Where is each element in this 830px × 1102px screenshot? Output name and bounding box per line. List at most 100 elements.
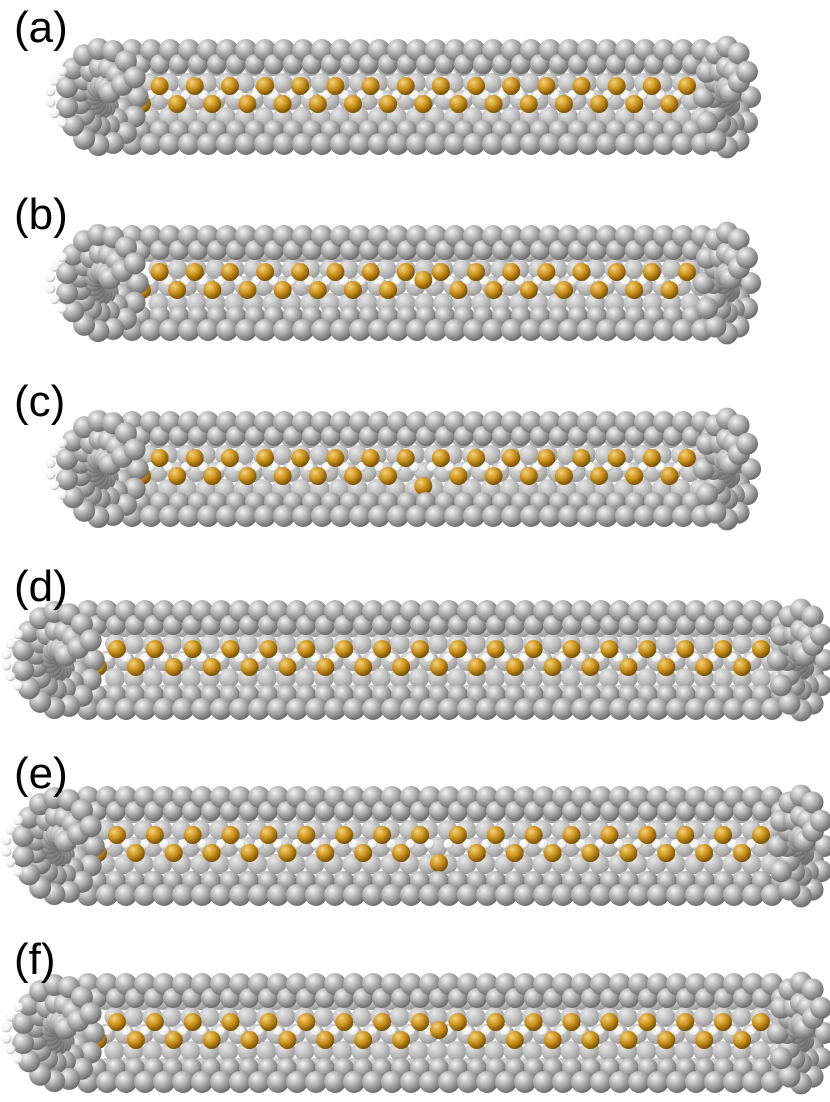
sulfur-atom (203, 467, 222, 485)
hydrogen-atom (585, 462, 596, 472)
carbon-atom (465, 1007, 486, 1027)
sulfur-atom (273, 467, 292, 485)
carbon-atom (609, 698, 631, 720)
sulfur-atom (714, 826, 733, 844)
carbon-atom (704, 129, 727, 152)
sulfur-atom (752, 826, 770, 844)
sulfur-atom (297, 1013, 316, 1031)
carbon-atom (330, 319, 352, 341)
carbon-atom (695, 297, 718, 320)
sulfur-atom (259, 640, 278, 658)
carbon-atom (140, 133, 162, 155)
carbon-atom (533, 1071, 555, 1093)
hydrogen-atom (121, 1026, 132, 1036)
sulfur-atom (343, 281, 362, 299)
sulfur-atom (168, 95, 187, 113)
carbon-atom (801, 791, 824, 814)
carbon-atom (256, 668, 277, 688)
hydrogen-atom (102, 839, 113, 849)
sulfur-atom (373, 640, 392, 658)
carbon-atom (343, 884, 365, 906)
sulfur-atom (203, 281, 222, 299)
carbon-atom (766, 649, 789, 671)
sulfur-atom (297, 640, 316, 658)
sulfur-atom (185, 263, 204, 281)
carbon-atom (271, 445, 292, 465)
carbon-atom (305, 1071, 327, 1093)
carbon-atom (368, 319, 390, 341)
carbon-atom (736, 246, 759, 269)
hydrogen-atom (304, 462, 315, 472)
hydrogen-atom (121, 653, 132, 663)
sulfur-atom (449, 95, 468, 113)
carbon-atom (70, 799, 93, 822)
sulfur-atom (581, 658, 600, 676)
hydrogen-atom (514, 90, 525, 100)
carbon-atom (229, 698, 251, 720)
sulfur-atom (524, 826, 543, 844)
carbon-atom (56, 75, 79, 98)
carbon-atom (590, 884, 612, 906)
sulfur-atom (259, 1013, 278, 1031)
carbon-atom (465, 634, 486, 654)
panel-label-d: (d) (14, 562, 68, 611)
hydrogen-atom (163, 276, 174, 286)
hydrogen-atom (310, 1026, 321, 1036)
hydrogen-atom (5, 857, 16, 868)
hydrogen-atom (1, 835, 12, 846)
hydrogen-atom (620, 462, 631, 472)
hydrogen-atom (57, 66, 68, 77)
carbon-atom (577, 133, 599, 155)
sulfur-atom (676, 1013, 695, 1031)
carbon-atom (381, 884, 403, 906)
hydrogen-atom (159, 839, 170, 849)
hydrogen-atom (367, 1026, 378, 1036)
carbon-atom (552, 1071, 574, 1093)
nanotube-a (45, 35, 762, 159)
sulfur-atom (431, 77, 450, 95)
carbon-atom (62, 300, 85, 323)
sulfur-atom (676, 826, 695, 844)
sulfur-atom (126, 1031, 145, 1049)
carbon-atom (444, 319, 466, 341)
carbon-atom (123, 477, 146, 500)
sulfur-atom (396, 263, 415, 281)
carbon-atom (79, 668, 102, 691)
sulfur-atom (752, 1013, 770, 1031)
carbon-atom (558, 505, 580, 527)
sulfur-atom (467, 844, 486, 862)
sulfur-atom (657, 844, 676, 862)
sulfur-atom (660, 95, 679, 113)
hydrogen-atom (727, 1026, 738, 1036)
carbon-atom (769, 860, 792, 883)
sulfur-atom (607, 263, 626, 281)
sulfur-atom (429, 854, 448, 872)
sulfur-atom (467, 263, 486, 281)
sulfur-atom (638, 1013, 657, 1031)
carbon-atom (541, 1007, 562, 1027)
sulfur-atom (202, 1031, 221, 1049)
hydrogen-atom (159, 1026, 170, 1036)
hydrogen-atom (673, 462, 684, 472)
hydrogen-atom (585, 276, 596, 286)
sulfur-atom (354, 658, 373, 676)
sulfur-atom (449, 467, 468, 485)
hydrogen-atom (746, 653, 757, 663)
carbon-atom (739, 272, 762, 294)
carbon-atom (235, 505, 257, 527)
panel-label-c: (c) (14, 377, 66, 426)
carbon-atom (381, 698, 403, 720)
hydrogen-atom (286, 276, 297, 286)
carbon-atom (332, 1041, 353, 1061)
carbon-atom (12, 824, 35, 847)
carbon-atom (585, 259, 606, 279)
carbon-atom (82, 1022, 105, 1044)
hydrogen-atom (197, 839, 208, 849)
hydrogen-atom (235, 1026, 246, 1036)
carbon-atom (672, 133, 694, 155)
hydrogen-atom (497, 276, 508, 286)
hydrogen-atom (356, 462, 367, 472)
carbon-atom (153, 698, 175, 720)
carbon-atom (12, 1032, 35, 1055)
hydrogen-atom (198, 90, 209, 100)
